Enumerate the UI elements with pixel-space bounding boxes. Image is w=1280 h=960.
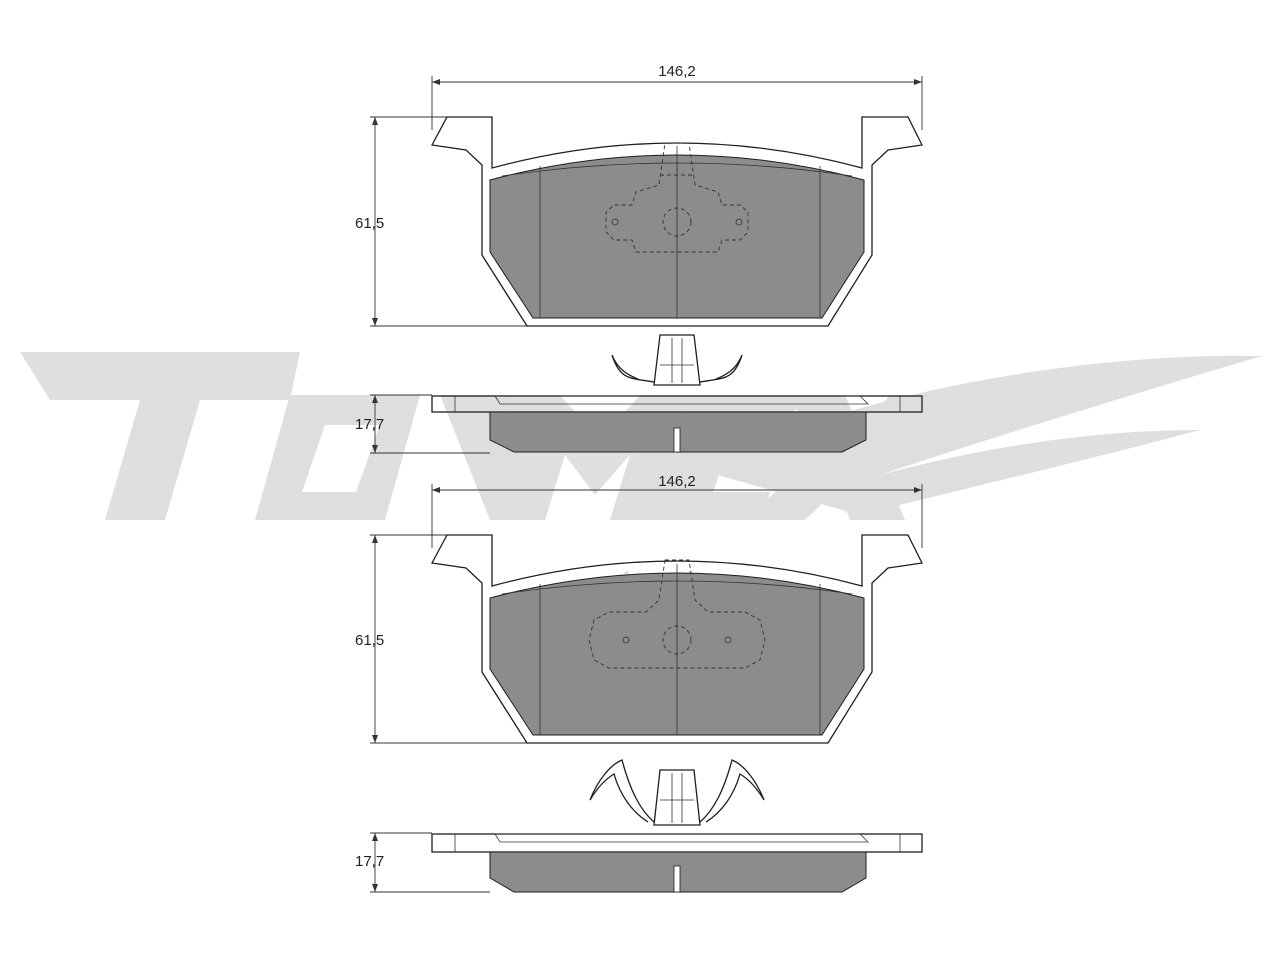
pad-1-backplate: [430, 116, 923, 327]
pad-1-height-label: 61,5: [355, 215, 384, 232]
pad-1-thickness-label: 17,7: [355, 416, 384, 433]
pad-2-spring-clip: [589, 759, 765, 826]
pad-1-front-view: 146,2 61,5: [355, 63, 923, 327]
pad-1-width-label: 146,2: [658, 63, 696, 80]
watermark-letter-o: [255, 395, 420, 520]
pad-2-front-view: 146,2 61,5: [355, 473, 923, 744]
pad-2-side-view: 17,7: [355, 832, 923, 893]
watermark-letter-x: [745, 395, 950, 520]
pad-2-hidden-spring: [588, 559, 766, 669]
pad-2-thickness-label: 17,7: [355, 853, 384, 870]
pad-2-width-label: 146,2: [658, 473, 696, 490]
pad-2-height-label: 61,5: [355, 632, 384, 649]
pad-1-side-view: 17,7: [355, 394, 923, 454]
pad-1-spring-clip: [611, 334, 743, 386]
pad-2-backplate: [430, 534, 923, 744]
pad-2-center-hole: [662, 625, 692, 655]
watermark-letter-t: [20, 352, 300, 520]
pad-1-center-hole: [662, 207, 692, 237]
